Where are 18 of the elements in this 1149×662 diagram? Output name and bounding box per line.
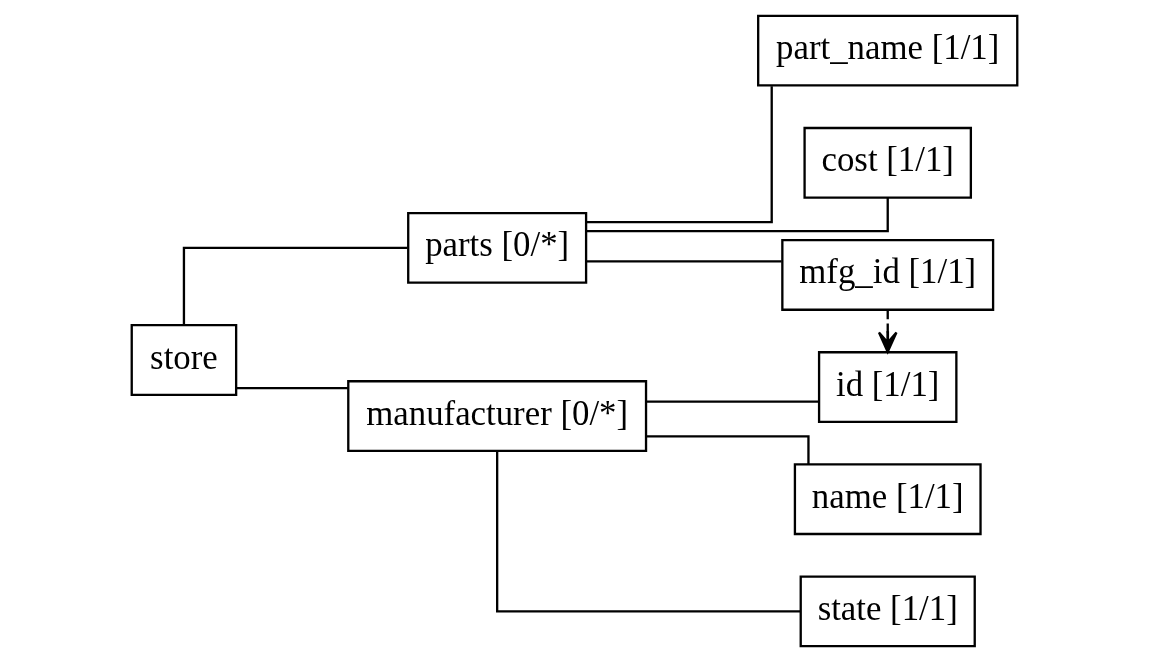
node-box: name [1/1] (793, 463, 982, 536)
node-box: cost [1/1] (803, 126, 972, 199)
connector (646, 400, 819, 403)
node-box: mfg_id [1/1] (781, 238, 995, 311)
node-box: parts [0/*] (407, 211, 588, 284)
connector (586, 260, 782, 263)
connector (586, 86, 773, 224)
connector (182, 246, 408, 326)
arrow (877, 309, 898, 353)
connector (646, 435, 810, 465)
node-box: manufacturer [0/*] (347, 380, 648, 453)
node-box: id [1/1] (817, 351, 958, 424)
node-box: store (130, 324, 238, 396)
connector (236, 386, 348, 390)
node-box: part_name [1/1] (757, 14, 1019, 87)
connector (586, 197, 889, 233)
node-box: state [1/1] (799, 575, 976, 648)
connector (496, 451, 801, 613)
